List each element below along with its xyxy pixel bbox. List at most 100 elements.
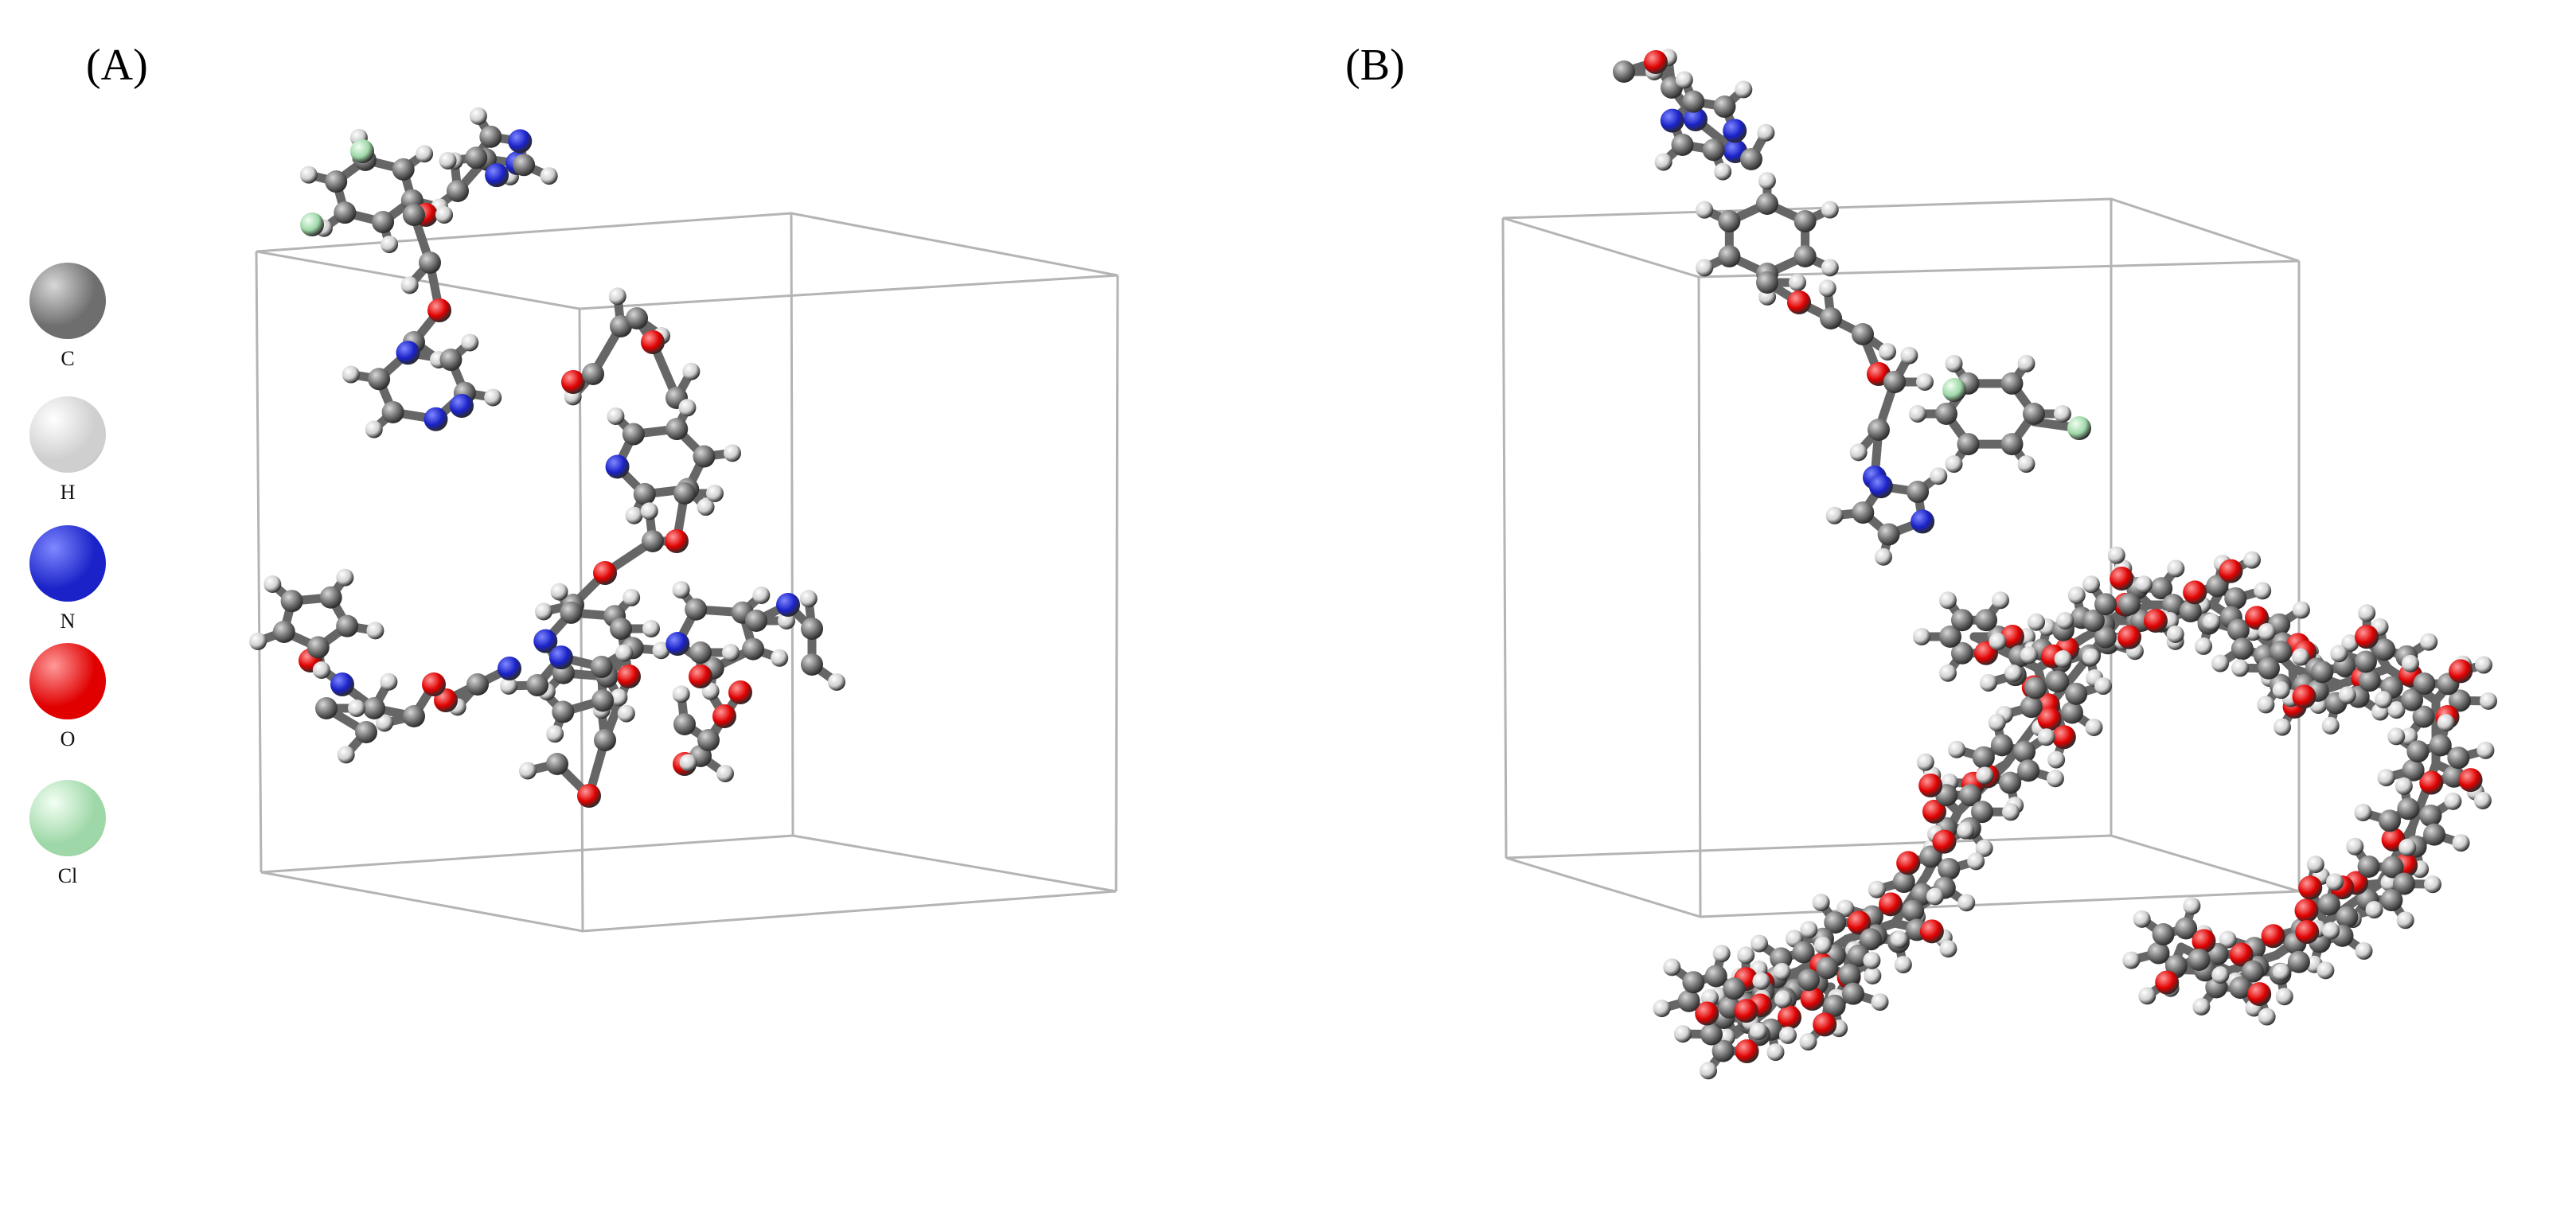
hydrogen-atom: [1825, 506, 1844, 524]
hydrogen-atom: [2211, 966, 2230, 984]
hydrogen-atom: [2231, 659, 2250, 677]
hydrogen-atom: [2306, 856, 2324, 874]
box-a-edge: [578, 308, 584, 932]
carbon-atom: [2412, 705, 2435, 728]
hydrogen-atom: [1939, 940, 1957, 958]
nitrogen-atom: [498, 657, 521, 680]
oxygen-atom: [2183, 580, 2207, 605]
oxygen-atom: [2144, 609, 2168, 633]
hydrogen-atom: [2107, 546, 2125, 564]
hydrogen-atom: [400, 276, 419, 294]
hydrogen-atom: [2420, 633, 2438, 651]
bonds-layer: [253, 53, 2493, 1075]
hydrogen-atom: [1675, 71, 1693, 89]
carbon-atom: [665, 418, 689, 441]
nitrogen-atom: [1684, 107, 1708, 131]
oxygen-atom: [1932, 829, 1957, 854]
hydrogen-atom: [1989, 632, 2007, 650]
hydrogen-atom: [1674, 1025, 1692, 1043]
hydrogen-atom: [500, 676, 518, 695]
carbon-atom: [1877, 523, 1900, 546]
box-b-edge: [1501, 217, 1508, 859]
hydrogen-atom: [2138, 987, 2156, 1005]
carbon-atom: [2229, 976, 2252, 1000]
carbon-atom: [2152, 923, 2175, 946]
hydrogen-atom: [2254, 582, 2272, 600]
chlorine-atom: [300, 212, 324, 236]
oxygen-atom: [712, 704, 736, 728]
carbon-atom: [2392, 872, 2415, 895]
oxygen-atom: [1847, 910, 1872, 935]
nitrogen-atom: [330, 672, 354, 696]
hydrogen-atom: [1975, 839, 1993, 857]
nitrogen-atom: [605, 454, 630, 479]
oxygen-atom: [2219, 559, 2243, 583]
hydrogen-atom: [2452, 834, 2470, 852]
hydrogen-atom: [1663, 958, 1681, 976]
hydrogen-atom: [1967, 852, 1985, 871]
nitrogen-atom: [396, 341, 420, 365]
hydrogen-atom: [2473, 791, 2492, 809]
hydrogen-atom: [2316, 961, 2335, 980]
hydrogen-atom: [1871, 993, 1889, 1011]
carbon-atom: [2406, 740, 2430, 763]
oxygen-atom: [2294, 898, 2319, 923]
box-a-edge: [255, 251, 263, 873]
carbon-atom: [465, 146, 488, 170]
nitrogen-atom: [1660, 108, 1684, 133]
hydrogen-atom: [2122, 951, 2141, 969]
hydrogen-atom: [2258, 622, 2276, 641]
hydrogen-atom: [1653, 1000, 1671, 1018]
carbon-atom: [591, 689, 615, 712]
hydrogen-atom: [1773, 962, 1791, 980]
carbon-atom: [1820, 307, 1842, 329]
hydrogen-atom: [2338, 686, 2356, 704]
legend-label-hydrogen: H: [60, 481, 76, 504]
carbon-atom: [560, 601, 583, 624]
carbon-atom: [1841, 982, 1864, 1005]
hydrogen-atom: [1812, 893, 1830, 911]
carbon-atom: [1755, 193, 1778, 215]
carbon-atom: [689, 641, 712, 664]
carbon-atom: [1718, 245, 1741, 268]
carbon-atom: [742, 637, 765, 661]
hydrogen-atom: [1737, 946, 1755, 965]
hydrogen-atom: [1890, 930, 1908, 949]
hydrogen-atom: [652, 641, 670, 660]
carbon-atom: [622, 423, 645, 446]
carbon-atom: [2287, 950, 2310, 973]
oxygen-atom: [689, 665, 712, 688]
carbon-atom: [1951, 609, 1973, 632]
carbon-atom: [2000, 433, 2024, 456]
carbon-atom: [1711, 1039, 1735, 1062]
carbon-atom: [1970, 801, 1993, 824]
nitrogen-sphere-icon: [29, 525, 106, 602]
legend-item-oxygen: O: [24, 643, 111, 751]
box-b-edge: [1697, 276, 1702, 918]
oxygen-atom: [665, 529, 689, 553]
carbon-atom: [403, 204, 425, 226]
carbon-atom: [1723, 977, 1746, 1000]
carbon-atom: [1677, 989, 1700, 1012]
box-a-edge: [790, 212, 794, 836]
hydrogen-atom: [1766, 1043, 1785, 1062]
carbon-atom: [2017, 759, 2040, 782]
oxygen-atom: [1695, 1001, 1719, 1026]
carbon-atom: [2065, 682, 2088, 705]
hydrogen-atom: [312, 661, 330, 679]
carbon-atom: [2429, 734, 2452, 757]
hydrogen-atom: [1714, 162, 1732, 181]
carbon-atom: [2082, 610, 2105, 632]
chlorine-atom: [1942, 378, 1966, 402]
carbon-atom: [2188, 948, 2211, 971]
carbon-atom: [1919, 845, 1942, 868]
oxygen-atom: [422, 672, 446, 696]
hydrogen-atom: [1988, 713, 2006, 731]
carbon-atom: [272, 620, 295, 643]
carbon-atom: [280, 590, 303, 613]
carbon-atom: [1770, 947, 1793, 970]
carbon-atom: [1613, 60, 1635, 83]
hydrogen-atom: [1916, 373, 1934, 391]
hydrogen-atom: [540, 167, 558, 185]
carbon-atom: [1990, 734, 2013, 757]
